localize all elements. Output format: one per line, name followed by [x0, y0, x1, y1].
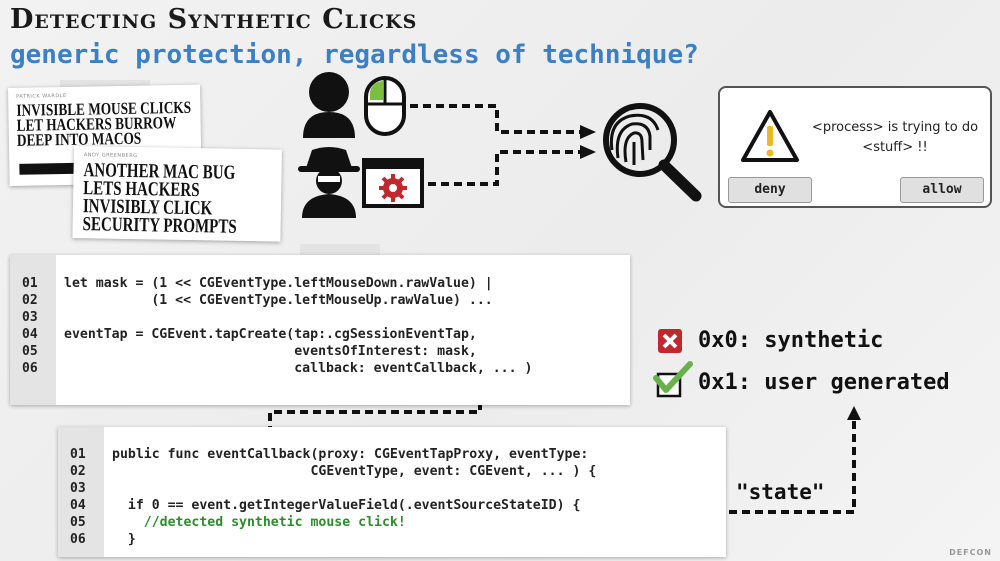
legend-user-generated: 0x1: user generated: [698, 370, 950, 395]
slide-subtitle: generic protection, regardless of techni…: [10, 40, 699, 70]
code-lines: public func eventCallback(proxy: CGEvent…: [112, 446, 596, 548]
code-line: CGEventType, event: CGEvent, ... ) {: [112, 464, 597, 479]
code-line: eventTap = CGEvent.tapCreate(tap:.cgSess…: [64, 327, 477, 342]
code-line: }: [112, 532, 136, 547]
state-label: "state": [736, 480, 825, 504]
arrow-head: [847, 406, 861, 420]
dialog-message: <process> is trying to do <stuff> !!: [811, 120, 979, 155]
arrow-head: [580, 145, 596, 159]
code-line: callback: eventCallback, ... ): [64, 361, 533, 376]
code-line: if 0 == event.getIntegerValueField(.even…: [112, 498, 581, 513]
cross-icon: [658, 329, 682, 353]
code-line: (1 << CGEventType.leftMouseUp.rawValue) …: [64, 293, 493, 308]
slide-title: Detecting Synthetic Clicks: [10, 4, 418, 35]
code-comment: //detected synthetic mouse click!: [112, 515, 406, 530]
warning-icon: [741, 110, 799, 162]
code-line: [112, 480, 596, 497]
deny-button[interactable]: deny: [728, 177, 812, 203]
code-line: eventsOfInterest: mask,: [64, 344, 477, 359]
tape: [300, 244, 380, 258]
permission-dialog: <process> is trying to do <stuff> !! den…: [718, 86, 992, 208]
allow-button[interactable]: allow: [900, 177, 984, 203]
checkmark-icon: [653, 361, 693, 398]
legend-synthetic: 0x0: synthetic: [698, 328, 884, 353]
code-line: [64, 309, 532, 326]
magnifier-fingerprint-icon: [603, 103, 702, 202]
code-lines: let mask = (1 << CGEventType.leftMouseDo…: [64, 275, 532, 377]
code-line: public func eventCallback(proxy: CGEvent…: [112, 447, 589, 462]
arrow-head: [580, 125, 596, 139]
state-connector: [690, 420, 856, 514]
spy-icon: [298, 147, 360, 218]
defcon-watermark: DEFCON: [949, 548, 992, 557]
user-icon: [303, 72, 355, 138]
code-line: let mask = (1 << CGEventType.leftMouseDo…: [64, 276, 493, 291]
flow-arrows: [410, 104, 580, 186]
mouse-icon: [364, 76, 406, 136]
gear-window-icon: [362, 158, 424, 208]
